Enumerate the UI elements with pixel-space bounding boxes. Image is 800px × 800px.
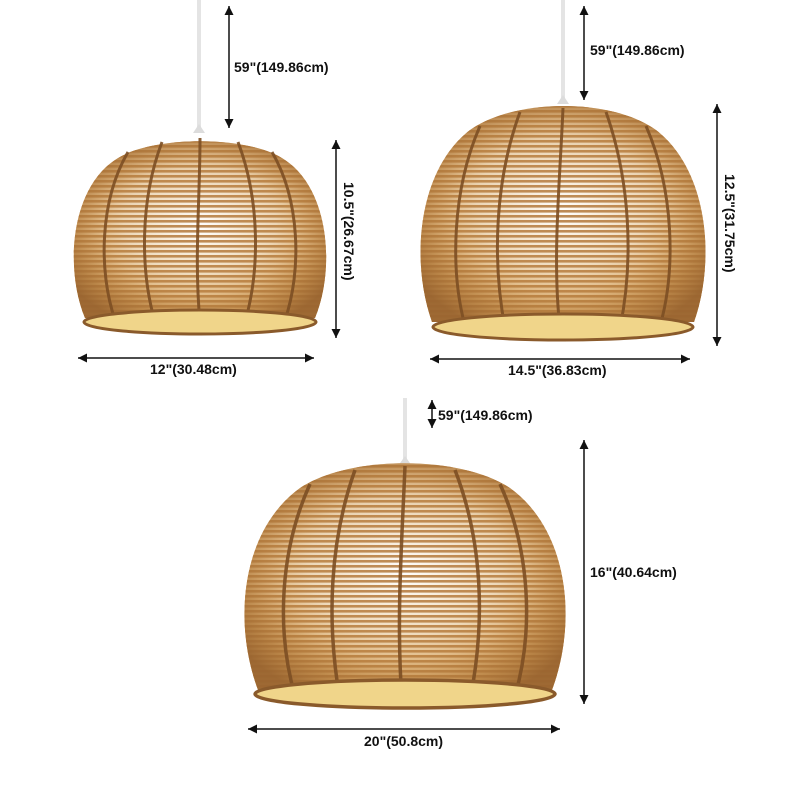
cord-length-label-large: 59"(149.86cm): [438, 407, 533, 423]
height-label-medium: 12.5"(31.75cm): [722, 174, 738, 273]
lamp-shade: [73, 137, 327, 336]
cord: [403, 398, 407, 460]
lamp-shade: [244, 463, 566, 710]
cord-length-label-medium: 59"(149.86cm): [590, 42, 685, 58]
lamp-medium: [420, 0, 706, 342]
height-label-large: 16"(40.64cm): [590, 564, 677, 580]
height-label-small: 10.5"(26.67cm): [341, 182, 357, 281]
cord-length-label-small: 59"(149.86cm): [234, 59, 329, 75]
cord: [561, 0, 565, 98]
width-label-medium: 14.5"(36.83cm): [508, 362, 607, 378]
lamp-shade: [420, 106, 706, 342]
width-label-large: 20"(50.8cm): [364, 733, 444, 749]
dimension-arrows: [78, 6, 722, 734]
lamp-large: [244, 398, 566, 710]
lamp-small: [73, 0, 327, 336]
cord: [197, 0, 201, 128]
width-label-small: 12"(30.48cm): [150, 361, 237, 377]
